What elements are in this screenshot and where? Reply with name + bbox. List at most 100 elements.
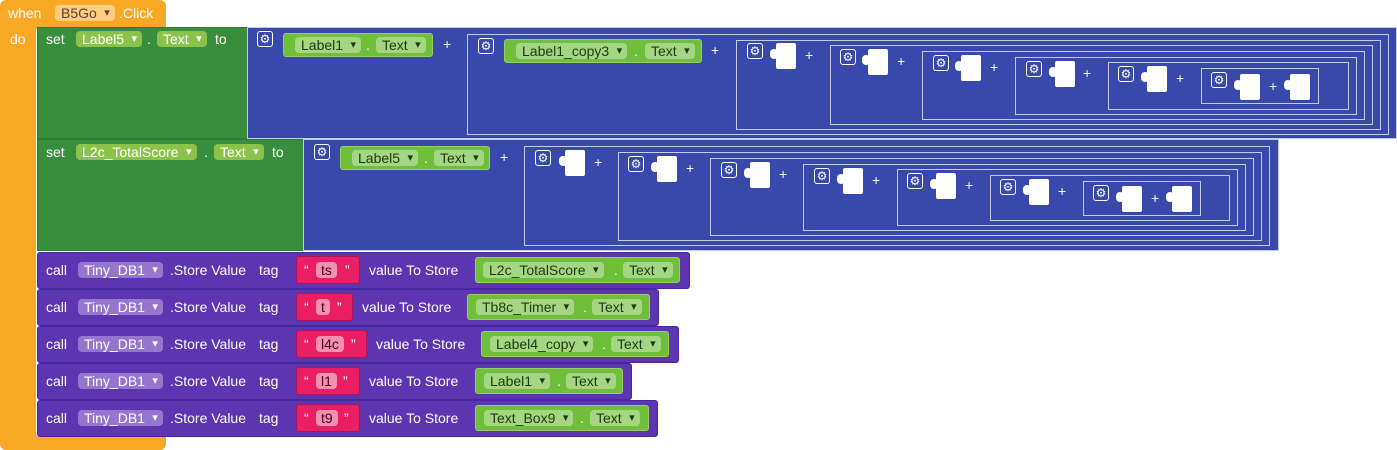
join-block-4[interactable] [830, 45, 1373, 125]
gear-icon[interactable]: ⚙ [721, 162, 737, 178]
close-quote: ” [337, 299, 342, 315]
tinydb-component-dropdown[interactable]: Tiny_DB1 [78, 373, 163, 389]
store-value-method-label: .Store Value [170, 336, 247, 352]
empty-socket-icon[interactable] [837, 168, 863, 194]
getter-component-dropdown[interactable]: Label1_copy3 [516, 43, 628, 59]
plus-sign: + [965, 177, 974, 193]
tag-string[interactable]: l1 [316, 373, 337, 389]
plus-sign: + [1058, 183, 1067, 199]
value-property-dropdown[interactable]: Text [590, 410, 640, 426]
empty-socket-icon[interactable] [1023, 179, 1049, 205]
tinydb-component-dropdown[interactable]: Tiny_DB1 [78, 336, 163, 352]
empty-socket-icon[interactable] [955, 55, 981, 81]
gear-icon[interactable]: ⚙ [1118, 66, 1134, 82]
empty-socket-icon[interactable] [1141, 66, 1167, 92]
call-keyword: call [46, 373, 68, 389]
getter-property-dropdown[interactable]: Text [434, 150, 484, 166]
join-block-7[interactable] [1108, 62, 1349, 110]
empty-socket-icon[interactable] [770, 43, 796, 69]
open-quote: “ [304, 299, 309, 315]
value-property-dropdown[interactable]: Text [611, 336, 661, 352]
value-to-store-label: value To Store [369, 262, 459, 278]
set-property-dropdown[interactable]: Text [214, 144, 264, 160]
empty-socket-icon[interactable] [651, 156, 677, 182]
empty-socket-icon[interactable] [862, 49, 888, 75]
getter-property-dropdown[interactable]: Text [645, 43, 695, 59]
tinydb-component-dropdown[interactable]: Tiny_DB1 [78, 410, 163, 426]
join-block-12[interactable] [710, 158, 1254, 236]
empty-socket-icon[interactable] [744, 162, 770, 188]
empty-socket-icon[interactable] [1166, 186, 1192, 212]
value-component-dropdown[interactable]: Text_Box9 [484, 410, 574, 426]
tag-string[interactable]: t9 [316, 410, 338, 426]
set-property-dropdown[interactable]: Text [157, 31, 207, 47]
join-block-5[interactable] [922, 51, 1365, 120]
getter-component-dropdown[interactable]: Label1 [295, 37, 362, 53]
join-block-14[interactable] [897, 169, 1238, 226]
set-keyword: set [46, 31, 65, 47]
value-property-dropdown[interactable]: Text [566, 373, 616, 389]
empty-socket-icon[interactable] [559, 150, 585, 176]
gear-icon[interactable]: ⚙ [535, 150, 551, 166]
gear-icon[interactable]: ⚙ [628, 156, 644, 172]
event-name-label: .Click [119, 5, 154, 21]
getter-property-dropdown[interactable]: Text [376, 37, 426, 53]
plus-sign: + [711, 42, 720, 58]
value-component-dropdown[interactable]: Tb8c_Timer [476, 299, 575, 315]
gear-icon[interactable]: ⚙ [1000, 179, 1016, 195]
gear-icon[interactable]: ⚙ [840, 49, 856, 65]
getter-dot: . [634, 43, 638, 59]
gear-icon[interactable]: ⚙ [478, 38, 494, 54]
join-block-10[interactable] [524, 146, 1270, 246]
gear-icon[interactable]: ⚙ [314, 144, 330, 160]
value-component-dropdown[interactable]: L2c_TotalScore [483, 262, 604, 278]
join-block-6[interactable] [1015, 57, 1357, 115]
tag-label: tag [259, 336, 279, 352]
open-quote: “ [304, 336, 309, 352]
to-keyword: to [272, 144, 284, 160]
set-label5-text-block[interactable] [37, 27, 251, 139]
join-block-16[interactable] [1083, 181, 1201, 216]
join-block-8[interactable] [1201, 68, 1319, 104]
value-to-store-label: value To Store [362, 299, 452, 315]
gear-icon[interactable]: ⚙ [814, 168, 830, 184]
empty-socket-icon[interactable] [1234, 74, 1260, 100]
gear-icon[interactable]: ⚙ [933, 55, 949, 71]
join-block-2[interactable] [467, 34, 1389, 135]
plus-sign: + [1269, 78, 1278, 94]
set-dot: . [204, 144, 208, 160]
tag-text-block[interactable] [296, 367, 360, 395]
gear-icon[interactable]: ⚙ [1211, 72, 1227, 88]
gear-icon[interactable]: ⚙ [747, 43, 763, 59]
join-block-13[interactable] [803, 164, 1246, 231]
tinydb-component-dropdown[interactable]: Tiny_DB1 [78, 299, 163, 315]
value-component-dropdown[interactable]: Label4_copy [490, 336, 594, 352]
getter-component-dropdown[interactable]: Label5 [352, 150, 419, 166]
gear-icon[interactable]: ⚙ [257, 31, 273, 47]
value-to-store-label: value To Store [369, 410, 459, 426]
empty-socket-icon[interactable] [1049, 61, 1075, 87]
join-block-11[interactable] [618, 152, 1262, 241]
value-property-dropdown[interactable]: Text [623, 262, 673, 278]
plus-sign: + [805, 47, 814, 63]
join-block-3[interactable] [736, 40, 1381, 130]
empty-socket-icon[interactable] [1284, 74, 1310, 100]
value-property-dropdown[interactable]: Text [592, 299, 642, 315]
set-component-dropdown[interactable]: Label5 [76, 31, 143, 47]
tinydb-component-dropdown[interactable]: Tiny_DB1 [78, 262, 163, 278]
set-component-dropdown[interactable]: L2c_TotalScore [76, 144, 197, 160]
gear-icon[interactable]: ⚙ [907, 173, 923, 189]
value-component-dropdown[interactable]: Label1 [484, 373, 551, 389]
gear-icon[interactable]: ⚙ [1026, 61, 1042, 77]
empty-socket-icon[interactable] [1116, 186, 1142, 212]
plus-sign: + [1176, 70, 1185, 86]
tag-string[interactable]: t [316, 299, 330, 315]
empty-socket-icon[interactable] [930, 173, 956, 199]
event-component-dropdown[interactable]: B5Go [55, 5, 115, 21]
gear-icon[interactable]: ⚙ [1093, 185, 1109, 201]
when-label: when [8, 5, 42, 21]
plus-sign: + [686, 160, 695, 176]
tag-string[interactable]: ts [316, 262, 337, 278]
join-block-15[interactable] [990, 175, 1230, 221]
tag-string[interactable]: l4c [316, 336, 344, 352]
